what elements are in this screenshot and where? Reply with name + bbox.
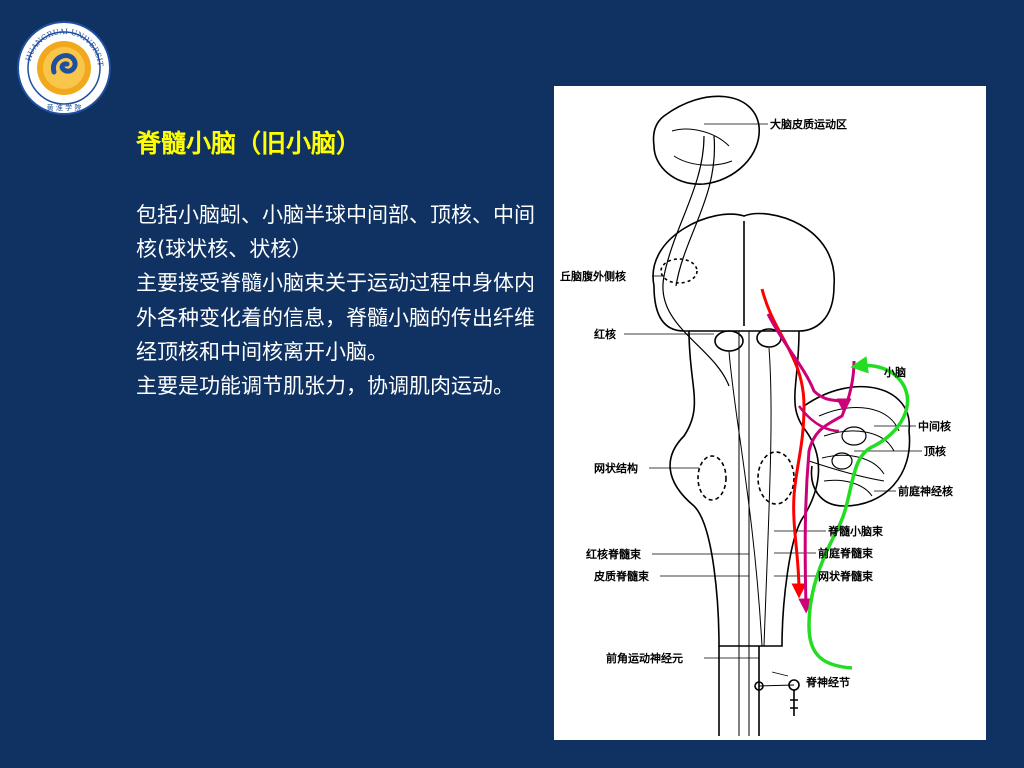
diagram-svg: 大脑皮质运动区 丘脑腹外侧核 红核 网状结构 红核脊髓束 皮质脊髓束 前角运动神… [560, 95, 953, 736]
label-corticospinal: 皮质脊髓束 [593, 569, 650, 583]
slide-title: 脊髓小脑（旧小脑） [136, 129, 362, 158]
label-rubrospinal: 红核脊髓束 [586, 547, 642, 561]
logo-bottom-text: 黄 淮 学 院 [47, 103, 82, 112]
label-vestibulospinal: 前庭脊髓束 [818, 546, 874, 560]
label-red-nucleus: 红核 [594, 327, 616, 341]
label-reticular: 网状结构 [594, 461, 638, 475]
label-cerebellum: 小脑 [883, 365, 906, 379]
label-spinocerebellar: 脊髓小脑束 [827, 524, 884, 538]
label-vestibular: 前庭神经核 [898, 484, 953, 498]
red-pathway-arrow [760, 288, 807, 599]
magenta-pathway-arrow-3 [798, 405, 840, 433]
label-thalamus: 丘脑腹外侧核 [560, 269, 626, 283]
cerebral-cortex-shape [652, 95, 760, 185]
body-paragraph-2: 主要接受脊髓小脑束关于运动过程中身体内外各种变化着的信息，脊髓小脑的传出纤维经顶… [136, 271, 535, 364]
label-fastigial: 顶核 [924, 444, 946, 458]
thalamus-shape [652, 212, 835, 332]
label-cortex: 大脑皮质运动区 [770, 117, 847, 131]
cerebellum-shape [803, 385, 911, 507]
university-logo: HUANGRUAI UNIVERSITY 黄 淮 学 院 [16, 20, 111, 115]
label-reticulospinal: 网状脊髓束 [818, 569, 874, 583]
label-interposed: 中间核 [918, 419, 951, 433]
spinocerebellum-pathway-diagram: 大脑皮质运动区 丘脑腹外侧核 红核 网状结构 红核脊髓束 皮质脊髓束 前角运动神… [554, 86, 986, 740]
green-pathway-arrow [807, 356, 910, 670]
label-anterior-horn: 前角运动神经元 [606, 651, 683, 665]
slide-body: 包括小脑蚓、小脑半球中间部、顶核、中间核(球状核、状核） 主要接受脊髓小脑束关于… [136, 198, 548, 403]
brainstem-shape [669, 330, 820, 736]
label-spinal-ganglion: 脊神经节 [805, 675, 850, 689]
magenta-pathway-arrow-1 [766, 313, 852, 414]
body-paragraph-1: 包括小脑蚓、小脑半球中间部、顶核、中间核(球状核、状核） [136, 203, 535, 262]
magenta-pathway-arrow-2 [798, 360, 856, 614]
body-paragraph-3: 主要是功能调节肌张力，协调肌肉运动。 [136, 374, 514, 399]
